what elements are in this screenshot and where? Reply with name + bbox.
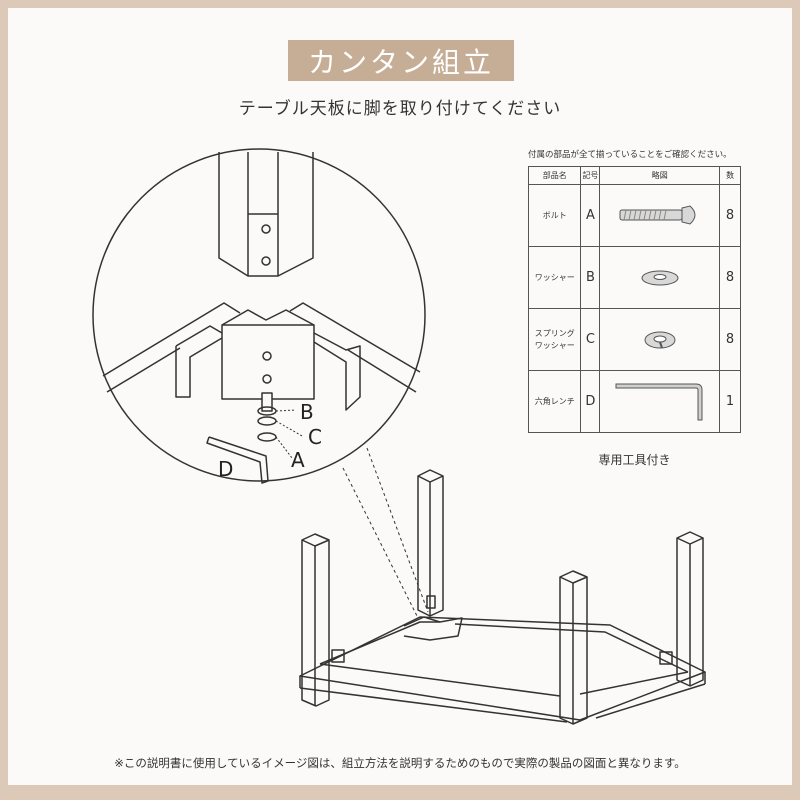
part-code: B [580, 246, 601, 309]
disclaimer: ※この説明書に使用しているイメージ図は、組立方法を説明するためのもので実際の製品… [114, 756, 686, 770]
table-row: ワッシャー B 8 [527, 246, 741, 309]
title-banner: カンタン組立 [288, 40, 514, 81]
table-corner-bracket [403, 616, 463, 641]
table-frame [299, 616, 706, 723]
label-b: B [300, 400, 314, 424]
guide-line-left [342, 467, 419, 619]
header-part-name: 部品名 [527, 166, 582, 185]
parts-table-header: 部品名 記号 略図 数 [527, 166, 741, 185]
magnifier-circle [92, 148, 426, 482]
table-leg-front-left [301, 533, 330, 707]
washer-icon [641, 270, 679, 285]
parts-table: 部品名 記号 略図 数 ボルト A [527, 166, 741, 433]
table-bracket-right [659, 651, 673, 665]
part-name: ワッシャー [527, 246, 582, 309]
zoom-frame-corner [102, 302, 421, 411]
bolt-icon [619, 204, 696, 225]
part-qty: 8 [719, 184, 741, 247]
label-a: A [291, 448, 305, 472]
part-code: D [580, 370, 601, 433]
header-qty: 数 [719, 166, 741, 185]
table-leg-back-left [417, 469, 444, 617]
zoom-hex-wrench [206, 436, 269, 484]
part-diagram [599, 370, 721, 433]
table-leg-front-right [676, 531, 704, 687]
part-diagram [599, 308, 721, 371]
page-subtitle: テーブル天板に脚を取り付けてください [238, 99, 562, 119]
part-name: ボルト [527, 184, 582, 247]
parts-note: 付属の部品が全て揃っていることをご確認ください。 [528, 150, 732, 160]
hex-wrench-icon [615, 383, 703, 420]
part-diagram [599, 246, 721, 309]
tool-note: 専用工具付き [598, 453, 671, 467]
part-qty: 8 [719, 246, 741, 309]
header-diagram: 略図 [599, 166, 721, 185]
part-code: A [580, 184, 601, 247]
label-c: C [308, 425, 322, 449]
label-d: D [218, 457, 233, 481]
table-bracket-left [331, 649, 345, 663]
part-qty: 8 [719, 308, 741, 371]
table-leg-back-right [559, 570, 588, 725]
guide-line-right [366, 447, 429, 613]
header-code: 記号 [580, 166, 601, 185]
table-row: スプリング ワッシャー C 8 [527, 308, 741, 371]
part-qty: 1 [719, 370, 741, 433]
spring-washer-icon [644, 331, 676, 348]
table-row: ボルト A 8 [527, 184, 741, 247]
part-code: C [580, 308, 601, 371]
zoom-bolt-stack [257, 392, 303, 459]
zoom-leg [218, 152, 314, 277]
page-title: カンタン組立 [307, 45, 494, 79]
part-diagram [599, 184, 721, 247]
part-name: スプリング ワッシャー [527, 308, 582, 371]
part-name: 六角レンチ [527, 370, 582, 433]
table-row: 六角レンチ D 1 [527, 370, 741, 433]
